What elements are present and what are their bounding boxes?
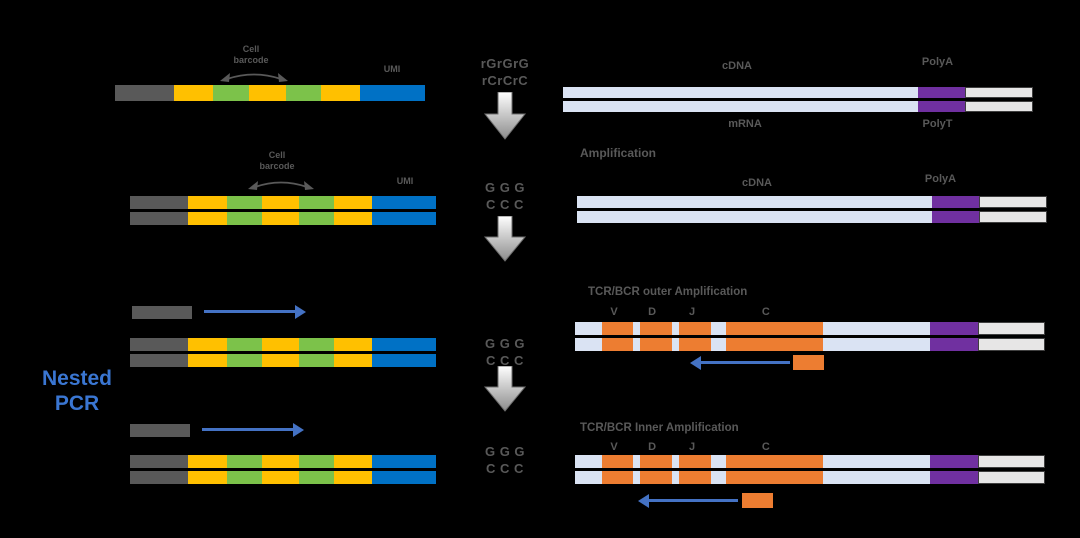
cell-barcode-label: Cell barcode xyxy=(233,44,269,65)
tso-primer-block xyxy=(130,424,190,437)
barcode-bar-row4-top xyxy=(130,455,436,468)
outer-primer-block xyxy=(793,355,824,370)
tcr-bcr-outer-amplification-title: TCR/BCR outer Amplification xyxy=(588,286,748,298)
c-segment-label: C xyxy=(761,441,770,453)
umi-label: UMI xyxy=(383,64,401,74)
ggg-label: G G G xyxy=(484,180,526,195)
amplified-cdna-bar-top xyxy=(577,196,1047,208)
v-segment-label: V xyxy=(610,441,618,453)
ggg-ccc-label: G G G C C C xyxy=(455,180,555,214)
amplified-cdna-bar-bottom xyxy=(577,211,1047,223)
vdjc-bar-outer-top xyxy=(575,322,1045,335)
ccc-label: C C C xyxy=(486,196,524,212)
primer-arrow-left-icon xyxy=(690,356,790,370)
ccc-label: C C C xyxy=(486,352,524,368)
cell-barcode-label: Cell barcode xyxy=(259,150,295,171)
polya-label: PolyA xyxy=(921,56,954,68)
amplification-title: Amplification xyxy=(580,146,657,160)
ggg-ccc-label: G G G C C C xyxy=(455,444,555,478)
tcr-bcr-inner-amplification-title: TCR/BCR Inner Amplification xyxy=(580,422,739,434)
vdjc-bar-outer-bottom xyxy=(575,338,1045,351)
polya-label: PolyA xyxy=(924,173,957,185)
barcode-bar-row2-bottom xyxy=(130,212,436,225)
cell-barcode-span-arrow-icon xyxy=(220,68,288,84)
ggg-label: G G G xyxy=(484,336,526,351)
umi-label: UMI xyxy=(396,176,414,186)
primer-arrow-right-icon xyxy=(202,423,304,437)
v-segment-label: V xyxy=(610,306,618,318)
inner-primer-block xyxy=(742,493,773,508)
down-arrow-icon xyxy=(483,216,527,262)
ggg-label: G G G xyxy=(484,444,526,459)
rgrgrg-label: rGrGrG xyxy=(480,56,530,71)
cell-barcode-span-arrow-icon xyxy=(248,176,314,192)
down-arrow-icon xyxy=(483,92,527,140)
down-arrow-icon xyxy=(483,366,527,412)
barcode-bar-row4-bottom xyxy=(130,471,436,484)
barcode-bar-row3-top xyxy=(130,338,436,351)
ccc-label: C C C xyxy=(486,460,524,476)
vdjc-bar-inner-bottom xyxy=(575,471,1045,484)
ggg-ccc-label: G G G C C C xyxy=(455,336,555,370)
vdjc-bar-inner-top xyxy=(575,455,1045,468)
barcode-bar-row3-bottom xyxy=(130,354,436,367)
vdjc-labels: V D J C xyxy=(575,441,1045,454)
barcode-bar-row2-top xyxy=(130,196,436,209)
vdjc-labels: V D J C xyxy=(575,306,1045,319)
nested-pcr-label: Nested PCR xyxy=(41,367,113,416)
cdna-label: cDNA xyxy=(742,177,772,189)
polyt-label: PolyT xyxy=(922,118,953,130)
c-segment-label: C xyxy=(761,306,770,318)
j-segment-label: J xyxy=(688,441,696,453)
template-switch-oligo-label: rGrGrG rCrCrC xyxy=(455,56,555,90)
d-segment-label: D xyxy=(648,306,657,318)
rcrcrc-label: rCrCrC xyxy=(481,72,529,88)
j-segment-label: J xyxy=(688,306,696,318)
cdna-strand-bar xyxy=(563,87,1033,98)
mrna-strand-bar xyxy=(563,101,1033,112)
cdna-label: cDNA xyxy=(722,60,752,72)
primer-arrow-right-icon xyxy=(204,305,306,319)
barcode-bar-row1 xyxy=(115,85,425,101)
mrna-label: mRNA xyxy=(728,118,762,130)
primer-arrow-left-icon xyxy=(638,494,738,508)
tso-primer-block xyxy=(132,306,192,319)
d-segment-label: D xyxy=(648,441,657,453)
